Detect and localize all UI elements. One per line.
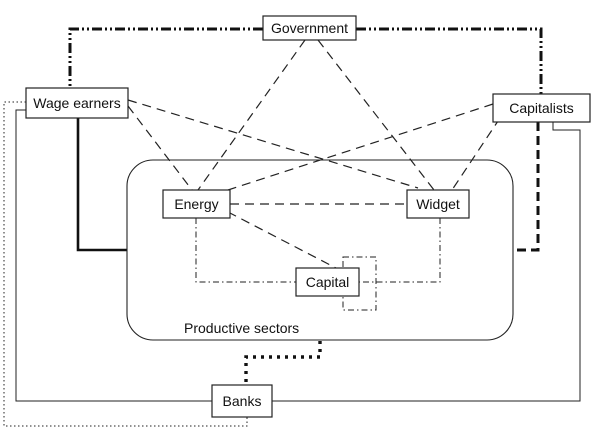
- government-capitalists-link: [356, 27, 543, 94]
- node-energy: Energy: [162, 189, 231, 219]
- sectors-banks-link: [244, 341, 322, 385]
- node-wage-earners: Wage earners: [25, 87, 129, 119]
- capitalists-label: Capitalists: [509, 100, 574, 116]
- wage-earners-widget-link: [127, 99, 419, 189]
- capitalists-sectors-link: [513, 122, 540, 252]
- productive-sectors-label: Productive sectors: [184, 320, 299, 336]
- widget-capital-input-link: [359, 218, 441, 283]
- wage-earners-banks-dotted-link: [3, 101, 248, 427]
- widget-label: Widget: [416, 196, 460, 212]
- node-banks: Banks: [211, 384, 273, 418]
- node-capital: Capital: [295, 267, 360, 297]
- capital-label: Capital: [306, 274, 350, 290]
- energy-label: Energy: [174, 196, 218, 212]
- productive-sectors-region: [126, 159, 514, 341]
- energy-capital-link: [227, 211, 337, 269]
- capitalists-energy-link: [227, 103, 494, 191]
- wage-earners-banks-link: [15, 109, 212, 402]
- energy-capital-input-link: [195, 218, 296, 283]
- wage-earners-energy-link: [127, 105, 193, 191]
- node-government: Government: [262, 15, 357, 41]
- government-label: Government: [271, 20, 348, 36]
- government-energy-link: [197, 39, 306, 191]
- capitalists-widget-link: [451, 117, 501, 191]
- wage-earners-sectors-link: [76, 118, 127, 252]
- node-widget: Widget: [406, 189, 470, 219]
- government-widget-link: [317, 39, 435, 191]
- capitalists-banks-link: [272, 122, 581, 402]
- wage-earners-label: Wage earners: [33, 95, 120, 111]
- node-capitalists: Capitalists: [492, 93, 591, 123]
- government-wage-earners-link: [68, 27, 263, 88]
- banks-label: Banks: [223, 393, 262, 409]
